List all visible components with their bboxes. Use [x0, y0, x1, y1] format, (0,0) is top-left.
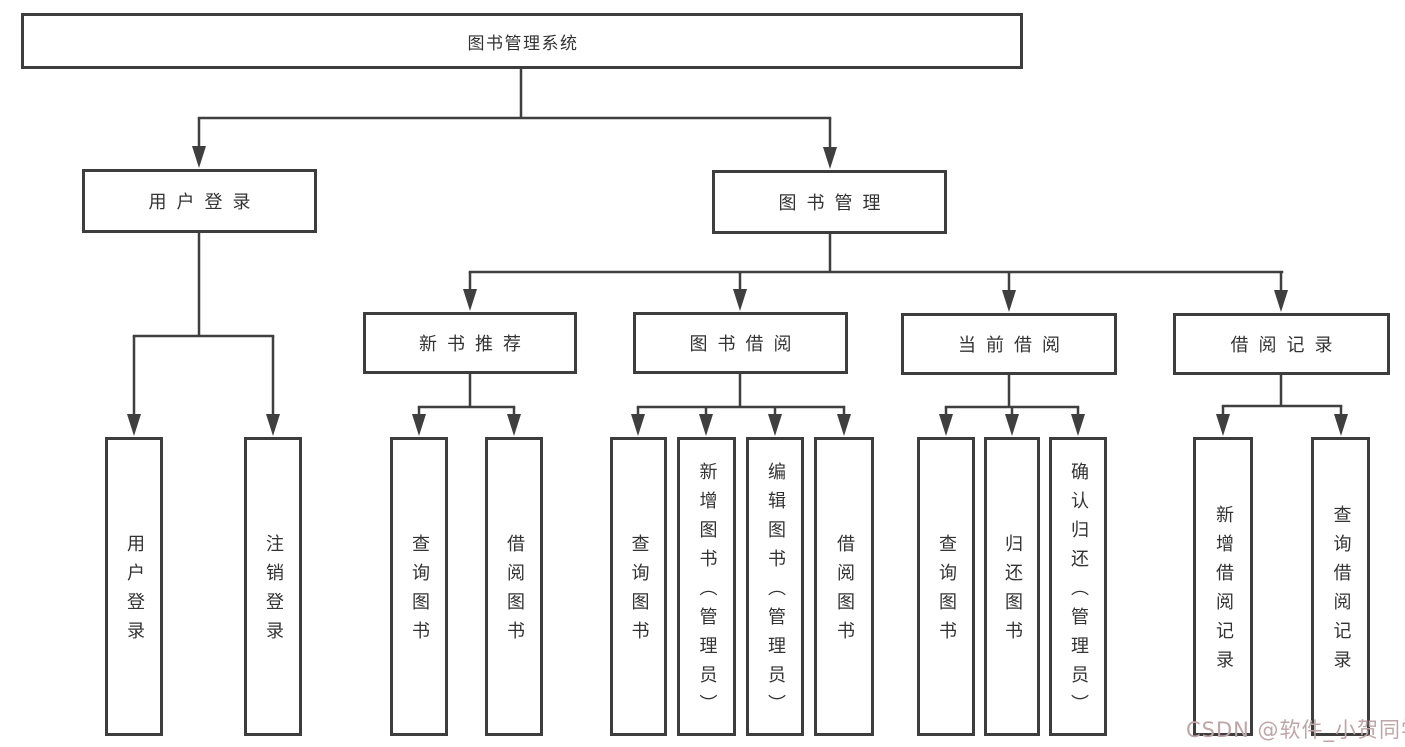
leaf-query-borrow-record-label: 查询借阅记录: [1330, 505, 1352, 679]
leaf-confirm-return-admin: 确认归还（管理员）: [1049, 437, 1107, 736]
leaf-add-borrow-record-label: 新增借阅记录: [1213, 505, 1234, 679]
node-new-book-recommendation-label: 新书推荐: [419, 334, 531, 355]
leaf-user-login: 用户登录: [105, 437, 163, 736]
node-book-borrowing-label: 图书借阅: [689, 334, 802, 355]
node-root: 图书管理系统: [21, 13, 1023, 69]
leaf-current-query-books-label: 查询图书: [936, 534, 957, 650]
leaf-recommend-query-books: 查询图书: [390, 437, 448, 736]
leaf-user-login-label: 用户登录: [124, 534, 145, 650]
leaf-recommend-query-books-label: 查询图书: [409, 534, 430, 650]
leaf-logout-label: 注销登录: [263, 534, 284, 650]
leaf-borrowing-query-books-label: 查询图书: [628, 534, 650, 650]
node-book-management: 图书管理: [712, 170, 947, 234]
leaf-return-books: 归还图书: [984, 437, 1040, 736]
node-borrowing-records-label: 借阅记录: [1230, 335, 1343, 356]
leaf-current-query-books: 查询图书: [917, 437, 975, 736]
leaf-recommend-borrow-books-label: 借阅图书: [504, 534, 525, 650]
node-current-borrowing-label: 当前借阅: [958, 335, 1070, 356]
leaf-borrowing-borrow-books: 借阅图书: [814, 437, 874, 736]
leaf-borrowing-query-books: 查询图书: [610, 437, 667, 736]
leaf-add-borrow-record: 新增借阅记录: [1193, 437, 1253, 736]
leaf-borrowing-borrow-books-label: 借阅图书: [834, 534, 855, 650]
leaf-query-borrow-record: 查询借阅记录: [1311, 437, 1370, 736]
leaf-add-books-admin: 新增图书（管理员）: [677, 437, 736, 736]
leaf-edit-books-admin: 编辑图书（管理员）: [746, 437, 804, 736]
tree-branch-lines: [132, 67, 1343, 409]
node-current-borrowing: 当前借阅: [901, 313, 1117, 375]
leaf-return-books-label: 归还图书: [1002, 534, 1023, 650]
leaf-add-books-admin-label: 新增图书（管理员）: [696, 461, 718, 723]
leaf-logout: 注销登录: [244, 437, 302, 736]
node-new-book-recommendation: 新书推荐: [363, 312, 577, 374]
node-borrowing-records: 借阅记录: [1173, 313, 1390, 375]
node-user-login: 用户登录: [82, 169, 317, 233]
node-root-label: 图书管理系统: [467, 33, 579, 54]
leaf-edit-books-admin-label: 编辑图书（管理员）: [765, 461, 786, 723]
node-book-management-label: 图书管理: [778, 193, 891, 214]
leaf-recommend-borrow-books: 借阅图书: [485, 437, 543, 736]
arrowheads: [127, 118, 1348, 436]
leaf-confirm-return-admin-label: 确认归还（管理员）: [1068, 461, 1089, 723]
node-user-login-label: 用户登录: [148, 192, 261, 213]
csdn-watermark: CSDN @软件_小贺同学: [1186, 718, 1405, 742]
node-book-borrowing: 图书借阅: [633, 312, 848, 374]
